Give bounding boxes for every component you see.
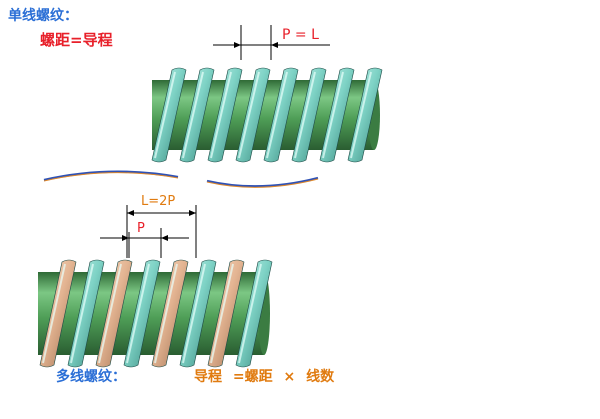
- thread-highlight: [42, 263, 66, 364]
- formula-lead: 导程: [194, 369, 222, 385]
- thread-highlight: [322, 71, 344, 159]
- formula-eq-pitch: =螺距: [232, 369, 273, 385]
- pitch-arrow-right: [161, 235, 168, 241]
- thread-highlight: [70, 263, 94, 364]
- formula-times: ×: [283, 369, 296, 385]
- pitch-arrow-left: [122, 235, 129, 241]
- pitch-lead-dimension: [213, 25, 330, 60]
- thread-highlight: [266, 71, 288, 159]
- formula-lines: 线数: [306, 369, 335, 385]
- pitch-lead-label: P = L: [282, 27, 319, 43]
- thread-highlight: [210, 71, 232, 159]
- multi-thread-screw: [38, 259, 273, 368]
- lead-formula: 导程 =螺距 × 线数: [194, 370, 340, 384]
- pitch-dimension: [100, 228, 189, 258]
- multi-thread-title: 多线螺纹：: [56, 369, 126, 385]
- dim-arrow-right: [271, 42, 278, 48]
- thread-highlight: [182, 71, 204, 159]
- thread-highlight: [238, 71, 260, 159]
- thread-highlight: [98, 263, 122, 364]
- wave-left: [43, 170, 179, 182]
- wave-right: [206, 176, 319, 188]
- thread-highlight: [154, 71, 176, 159]
- pitch-equals-lead-text: 螺距=导程: [40, 31, 113, 49]
- single-thread-title: 单线螺纹：: [8, 8, 78, 24]
- lead-label: L=2P: [141, 194, 175, 209]
- pitch-label: P: [137, 221, 145, 236]
- wave-left-shade: [43, 172, 179, 182]
- thread-highlight: [210, 263, 234, 364]
- thread-highlight: [350, 71, 372, 159]
- lead-arrow-left: [127, 210, 134, 216]
- thread-highlight: [238, 263, 262, 364]
- lead-dimension: [126, 205, 197, 258]
- dim-arrow-left: [234, 42, 241, 48]
- lead-arrow-right: [189, 210, 196, 216]
- thread-highlight: [182, 263, 206, 364]
- thread-highlight: [154, 263, 178, 364]
- wave-right-shade: [206, 178, 319, 188]
- single-thread-screw: [151, 67, 383, 163]
- thread-highlight: [294, 71, 316, 159]
- thread-highlight: [126, 263, 150, 364]
